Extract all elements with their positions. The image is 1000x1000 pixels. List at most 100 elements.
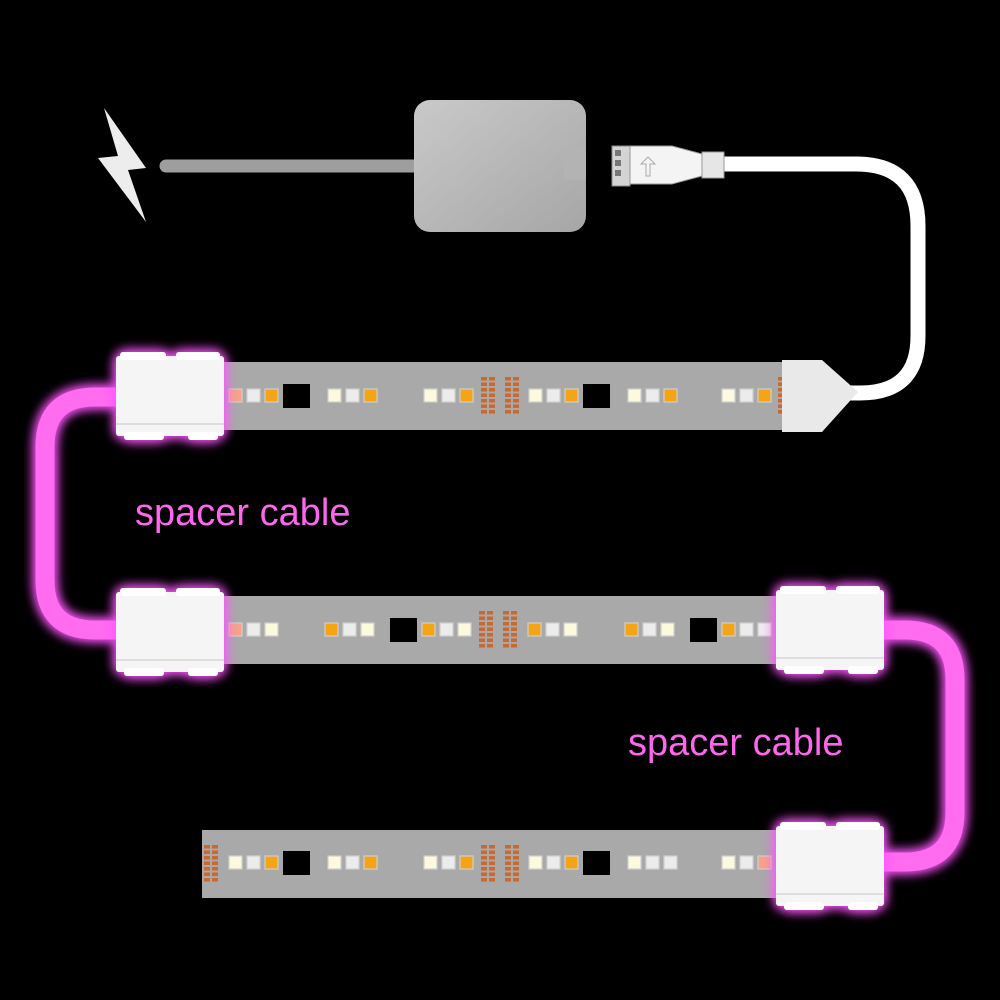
ic-chip xyxy=(583,384,610,408)
ic-chip xyxy=(283,384,310,408)
solder-pad xyxy=(505,399,511,403)
solder-pad xyxy=(511,638,517,642)
led-chip xyxy=(627,388,642,403)
solder-pads xyxy=(479,611,493,648)
solder-pad xyxy=(513,399,519,403)
led-chip xyxy=(439,622,454,637)
led-chip xyxy=(757,622,772,637)
clip-tab xyxy=(188,432,218,440)
led-chip xyxy=(721,855,736,870)
led-chip xyxy=(324,622,339,637)
solder-pad xyxy=(489,845,495,849)
led-chip xyxy=(564,388,579,403)
solder-pad xyxy=(513,861,519,865)
solder-pad xyxy=(513,856,519,860)
solder-pad xyxy=(487,627,493,631)
solder-pad xyxy=(511,627,517,631)
solder-pad xyxy=(481,850,487,854)
solder-pad xyxy=(489,388,495,392)
solder-pad xyxy=(489,404,495,408)
led-chip xyxy=(527,622,542,637)
solder-pad xyxy=(212,878,218,882)
led-strip-3 xyxy=(202,830,812,898)
spacer-cable-label-bottom: spacer cable xyxy=(628,722,843,764)
solder-pad xyxy=(503,627,509,631)
led-chip xyxy=(441,855,456,870)
solder-pad xyxy=(481,388,487,392)
led-chip xyxy=(645,855,660,870)
led-chip xyxy=(457,622,472,637)
solder-pad xyxy=(503,622,509,626)
solder-pad xyxy=(204,878,210,882)
clip-tab xyxy=(848,902,878,910)
led-chip xyxy=(739,622,754,637)
clip-tab xyxy=(176,588,220,596)
led-chip xyxy=(757,388,772,403)
solder-pad xyxy=(489,850,495,854)
led-chip xyxy=(642,622,657,637)
led-chip xyxy=(363,855,378,870)
solder-pad xyxy=(511,644,517,648)
clip-tab xyxy=(848,666,878,674)
clip-tab xyxy=(120,352,166,360)
solder-pad xyxy=(778,377,784,381)
led-chip xyxy=(327,388,342,403)
clip-tab xyxy=(780,822,826,830)
ic-chip xyxy=(283,851,310,875)
solder-pad xyxy=(511,622,517,626)
spacer-cable-left xyxy=(35,387,118,640)
solder-pads xyxy=(505,377,519,414)
solder-pad xyxy=(204,872,210,876)
solder-pad xyxy=(204,867,210,871)
solder-pad xyxy=(204,845,210,849)
led-chip xyxy=(739,388,754,403)
led-chip xyxy=(459,855,474,870)
led-strip-2 xyxy=(180,596,812,664)
led-chip xyxy=(228,855,243,870)
solder-pad xyxy=(505,878,511,882)
clip-tab xyxy=(836,586,880,594)
solder-pad xyxy=(778,388,784,392)
led-chip xyxy=(757,855,772,870)
led-chip xyxy=(228,388,243,403)
led-chip xyxy=(360,622,375,637)
solder-pad xyxy=(481,856,487,860)
clip-body xyxy=(776,826,884,906)
solder-pad xyxy=(479,633,485,637)
led-chip xyxy=(345,855,360,870)
solder-pad xyxy=(513,845,519,849)
led-chip xyxy=(246,855,261,870)
solder-pad xyxy=(489,393,495,397)
clip-connector xyxy=(116,588,224,676)
clip-tab xyxy=(784,666,824,674)
led-chip xyxy=(423,855,438,870)
solder-pad xyxy=(489,878,495,882)
solder-pad xyxy=(481,867,487,871)
solder-pad xyxy=(479,611,485,615)
solder-pad xyxy=(487,622,493,626)
led-chip xyxy=(345,388,360,403)
solder-pad xyxy=(513,850,519,854)
solder-pad xyxy=(489,410,495,414)
solder-pad xyxy=(212,856,218,860)
led-chip xyxy=(363,388,378,403)
solder-pad xyxy=(505,845,511,849)
solder-pad xyxy=(212,867,218,871)
solder-pad xyxy=(511,633,517,637)
solder-pad xyxy=(513,878,519,882)
solder-pad xyxy=(513,377,519,381)
clip-body xyxy=(116,592,224,672)
led-chip xyxy=(264,388,279,403)
clip-tab xyxy=(188,668,218,676)
clip-connector xyxy=(776,822,884,910)
led-chip xyxy=(421,622,436,637)
solder-pads xyxy=(481,377,495,414)
solder-pad xyxy=(481,410,487,414)
led-chip xyxy=(546,855,561,870)
ic-chip xyxy=(390,618,417,642)
led-chip xyxy=(645,388,660,403)
solder-pad xyxy=(505,377,511,381)
solder-pad xyxy=(212,845,218,849)
clip-tab xyxy=(124,432,164,440)
